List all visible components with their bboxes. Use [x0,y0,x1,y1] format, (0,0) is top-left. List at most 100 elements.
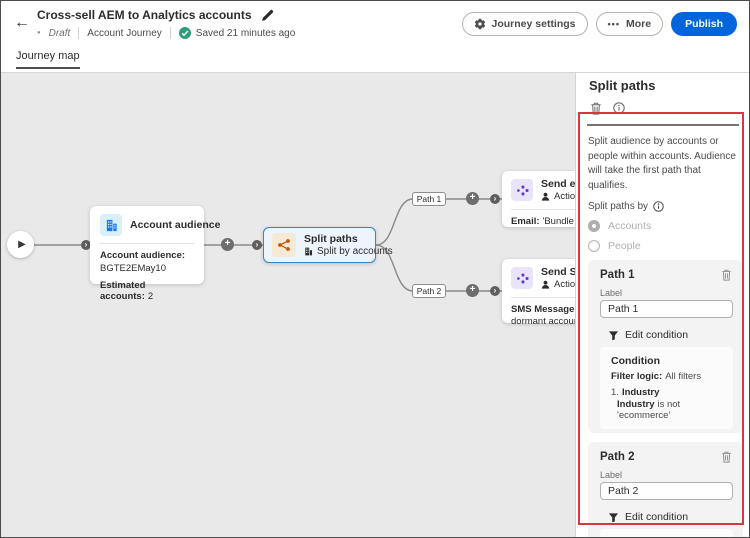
path2-label: Path 2 [412,284,446,298]
edit-condition-button[interactable]: Edit condition [608,329,688,341]
label-caption: Label [600,288,623,298]
split-by-label: Split paths by [588,201,649,212]
trash-icon [721,451,732,463]
back-arrow-icon: ← [14,14,30,31]
tab-journey-map[interactable]: Journey map [16,50,80,69]
action-icon [511,179,533,201]
chevron-marker-icon: › [490,286,500,296]
person-icon [541,280,550,289]
send-email-node[interactable]: Send email Action on p Email:'Bundle pro… [502,171,575,227]
delete-path-button[interactable] [719,268,733,282]
more-dots-icon: ••• [607,19,620,29]
node-subtitle: Split by accounts [317,246,393,257]
header: ← Cross-sell AEM to Analytics accounts ●… [1,1,749,46]
page-title: Cross-sell AEM to Analytics accounts [37,8,252,22]
node-details: SMS Message:'Engag [511,304,575,315]
account-audience-icon [100,214,122,236]
info-icon [613,102,625,114]
accounts-glyph-icon [304,247,313,256]
node-subtitle: Action on p [554,279,575,290]
journey-start-button[interactable]: ▶ [7,231,34,258]
radio-people[interactable]: People [588,240,749,252]
journey-settings-button[interactable]: Journey settings [461,12,588,36]
audience-label: Account audience: [100,250,185,261]
divider [511,209,575,210]
radio-unselected-icon [588,240,600,252]
gear-icon [474,18,486,30]
audience-value: BGTE2EMay10 [100,263,166,274]
split-paths-icon [272,233,296,257]
radio-accounts[interactable]: Accounts [588,220,749,232]
journey-settings-label: Journey settings [491,18,576,30]
delete-path-button[interactable] [719,450,733,464]
info-button[interactable] [612,101,626,115]
more-button[interactable]: ••• More [595,12,664,36]
trash-icon [590,102,602,115]
estimated-label: Estimated accounts: [100,280,146,302]
delete-node-button[interactable] [589,101,603,115]
radio-people-label: People [608,240,641,252]
node-title: Send email [541,178,575,190]
node-subtitle: Action on p [554,191,575,202]
node-details: Account audience: BGTE2EMay10 Estimated … [100,250,194,302]
chevron-marker-icon: › [81,240,91,250]
divider [100,243,194,244]
trash-icon [721,269,732,281]
back-button[interactable]: ← [12,13,32,33]
path-card-title: Path 1 [600,268,635,281]
saved-check-icon [178,27,191,39]
split-paths-node[interactable]: Split paths Split by accounts [263,227,393,263]
node-details: Email:'Bundle promo [511,216,575,227]
header-actions: Journey settings ••• More Publish [461,12,737,36]
edit-condition-label: Edit condition [625,329,689,341]
add-node-button[interactable]: + [466,192,479,205]
node-title: Account audience [130,219,221,231]
status-badge: Draft [48,27,71,39]
radio-selected-icon [588,220,600,232]
section-divider [587,124,739,126]
connector-lines [34,198,502,292]
journey-canvas: ▶ › Account audience Account audience: B… [1,73,575,537]
title-block: Cross-sell AEM to Analytics accounts ● D… [37,8,295,39]
path2-label-input[interactable] [600,482,733,500]
tab-bar: Journey map [1,46,749,73]
node-title: Split paths [304,233,358,245]
node-details-line2: dormant account con [511,316,575,327]
divider [78,27,80,39]
condition-summary: Condition Filter logic:All filters 1.Ind… [600,347,733,429]
path-card-title: Path 2 [600,450,635,463]
plus-icon: + [469,284,476,295]
chevron-marker-icon: › [252,240,262,250]
path1-card: Path 1 Label Edit condition C [588,260,743,433]
draft-dot-icon: ● [37,30,41,36]
chevron-marker-icon: › [490,194,500,204]
edit-title-icon[interactable] [261,9,274,22]
account-audience-node[interactable]: Account audience Account audience: BGTE2… [90,206,220,302]
divider [511,297,575,298]
add-node-button[interactable]: + [466,284,479,297]
edit-condition-button[interactable]: Edit condition [608,511,688,523]
action-icon [511,267,533,289]
panel-description: Split audience by accounts or people wit… [588,136,736,191]
divider [169,27,171,39]
plus-icon: + [224,238,231,249]
play-icon: ▶ [18,239,26,250]
path2-card: Path 2 Label Edit condition C [588,442,743,537]
plus-icon: + [469,192,476,203]
publish-button[interactable]: Publish [671,12,737,36]
path1-label-input[interactable] [600,300,733,318]
send-sms-node[interactable]: Send SMS Action on p SMS Message:'Engag … [502,259,575,327]
edit-condition-label: Edit condition [625,511,689,523]
node-title: Send SMS [541,266,575,278]
split-paths-panel: Split paths Split audience by accounts o… [575,73,749,537]
estimated-value: 2 [147,291,154,302]
label-caption: Label [600,470,623,480]
info-icon[interactable] [653,201,664,212]
add-node-button[interactable]: + [221,238,234,251]
status-row: ● Draft Account Journey Saved 21 minutes… [37,27,295,39]
filter-funnel-icon [608,330,619,341]
radio-accounts-label: Accounts [608,220,652,232]
condition-summary: Condition Filter logic:All filters 1.Ind… [600,529,733,537]
main-area: ▶ › Account audience Account audience: B… [1,73,749,537]
